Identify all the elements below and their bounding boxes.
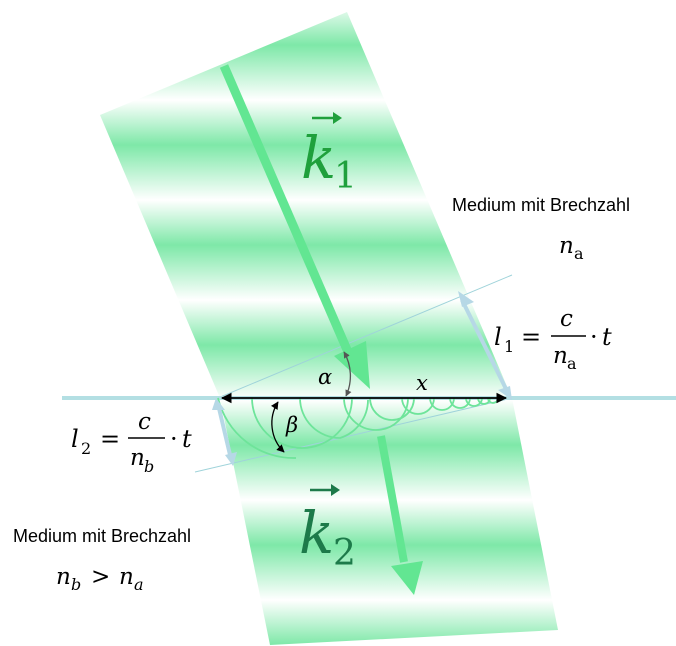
- svg-text:1: 1: [504, 337, 514, 356]
- svg-text:n: n: [130, 445, 145, 471]
- svg-text:=: =: [521, 323, 541, 351]
- refracted-beam: [220, 398, 558, 645]
- svg-text:b: b: [71, 575, 81, 594]
- svg-text:c: c: [138, 409, 151, 435]
- svg-text:n: n: [553, 343, 568, 369]
- svg-text:a: a: [134, 575, 144, 594]
- svg-text:n: n: [119, 564, 134, 590]
- k1-arrow: [219, 64, 370, 389]
- k2-arrow: [377, 435, 423, 595]
- medium-a-label: Medium mit Brechzahl: [452, 195, 630, 215]
- medium-a-index: n a: [559, 233, 584, 263]
- svg-text:a: a: [574, 244, 584, 263]
- incident-beam: [100, 12, 512, 398]
- svg-text:l: l: [71, 425, 79, 453]
- x-label: x: [416, 371, 428, 395]
- l1-side-arrow: [458, 291, 512, 400]
- svg-text:1: 1: [334, 156, 357, 197]
- svg-text:n: n: [559, 233, 574, 259]
- medium-b-label: Medium mit Brechzahl: [13, 526, 191, 546]
- svg-text:t: t: [602, 323, 612, 351]
- svg-text:t: t: [182, 425, 192, 453]
- beta-label: β: [285, 413, 298, 437]
- l1-formula: l 1 = c n a · t: [494, 306, 612, 373]
- l2-formula: l 2 = c n b · t: [71, 409, 192, 476]
- svg-text:k: k: [301, 124, 336, 192]
- svg-text:·: ·: [170, 425, 178, 453]
- svg-text:c: c: [560, 306, 573, 332]
- svg-text:>: >: [91, 564, 110, 590]
- svg-text:a: a: [567, 354, 577, 373]
- alpha-label: α: [318, 365, 332, 389]
- k1-label: k 1: [301, 112, 357, 197]
- medium-b-relation: n b > n a: [56, 564, 144, 594]
- svg-text:2: 2: [333, 533, 356, 574]
- alpha-angle-marker: [343, 351, 352, 397]
- svg-text:l: l: [494, 323, 502, 351]
- svg-text:b: b: [144, 457, 154, 476]
- beta-angle-marker: [270, 401, 285, 453]
- l2-side-arrow: [212, 398, 237, 466]
- k2-label: k 2: [299, 484, 356, 574]
- refracted-wavefront-line: [194, 397, 513, 473]
- svg-text:n: n: [56, 564, 71, 590]
- svg-text:2: 2: [81, 439, 91, 458]
- svg-text:k: k: [299, 499, 334, 567]
- svg-text:=: =: [100, 425, 120, 453]
- svg-text:·: ·: [590, 323, 598, 351]
